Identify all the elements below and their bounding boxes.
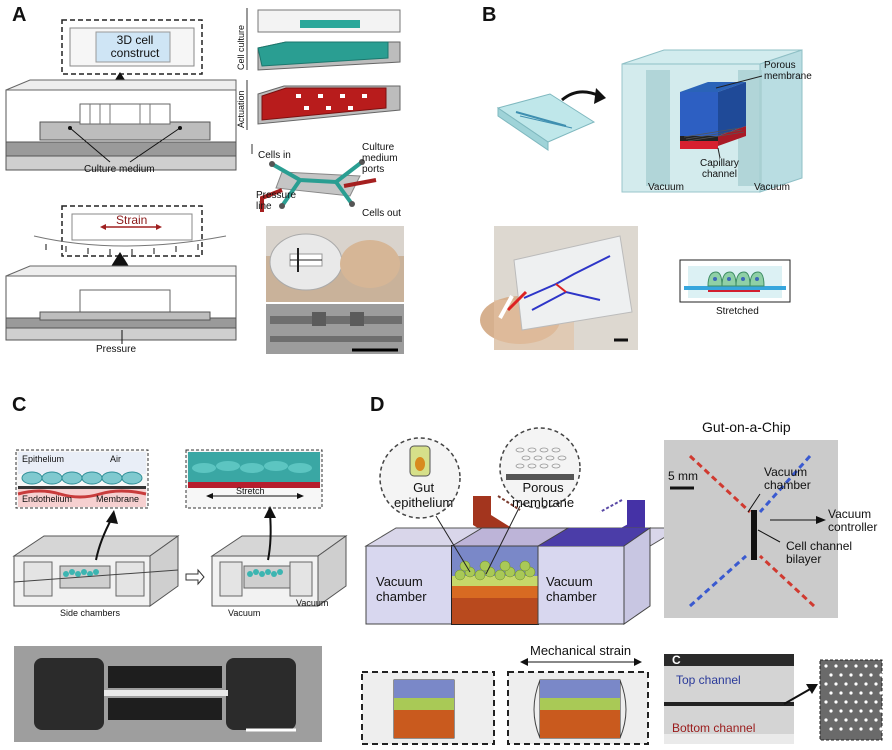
stretch-label: Stretch [236,486,265,496]
pore-dot [839,709,843,713]
gut-on-chip-title: Gut-on-a-Chip [702,419,791,435]
pore-dot [844,664,848,668]
pore-dot [834,718,838,722]
panel-a-bottom-construct [5,205,237,344]
panel-b-graphics [480,49,803,350]
pore-dot [864,682,868,686]
pore-dot [879,673,883,677]
scale-label: 5 mm [668,469,698,483]
gut-epithelium-label: Gut epithelium [394,480,454,510]
culture-ports-label: Culture medium ports [362,142,398,175]
panel-d-letter: D [370,394,385,416]
vacuum-c1-label: Vacuum [228,608,261,618]
pore-dot [849,709,853,713]
epithelium-label: Epithelium [22,454,65,464]
panel-a-top-construct [5,19,237,171]
pore-dot [879,727,883,731]
pore-dot [869,727,873,731]
pore-dot [864,718,868,722]
pore-dot [874,718,878,722]
top-channel-label: Top channel [676,673,741,687]
pore-dot [859,691,863,695]
pore-dot [859,727,863,731]
pore-dot [824,718,828,722]
panel-a-right-stack [246,8,404,354]
cell-culture-label: Cell culture [236,24,246,70]
endothelium-label: Endothelium [22,494,73,504]
panel-d-graphics [361,427,883,745]
pore-dot [854,718,858,722]
pore-dot [874,664,878,668]
culture-medium-label: Culture medium [84,164,155,175]
actuation-label: Actuation [236,90,246,128]
pore-dot [869,673,873,677]
vacuum-chamber-photo-label: Vacuum chamber [764,465,811,492]
pore-dot [844,682,848,686]
pore-dot [859,709,863,713]
pore-dot [849,727,853,731]
pore-dot [844,700,848,704]
pore-dot [834,682,838,686]
pore-dot [879,709,883,713]
vacuum-left-label: Vacuum [648,182,684,193]
cells-out-label: Cells out [362,208,401,219]
pore-dot [854,682,858,686]
cells-in-label: Cells in [258,150,291,161]
stretched-label: Stretched [716,306,759,317]
pore-dot [859,673,863,677]
vacuum-chamber-right-label: Vacuum chamber [546,574,597,604]
vacuum-controller-label: Vacuum controller [828,507,878,534]
pore-dot [829,673,833,677]
pore-dot [829,709,833,713]
panel-c-graphics [12,449,348,742]
pore-dot [879,691,883,695]
pore-dot [834,700,838,704]
panel-c-letter: C [12,394,27,416]
pore-dot [834,664,838,668]
pore-dot [869,691,873,695]
pore-dot [829,691,833,695]
pore-dot [854,700,858,704]
pore-dot [864,700,868,704]
pore-dot [839,673,843,677]
cell-channel-bilayer-label: Cell channel bilayer [786,539,853,566]
panel-b-letter: B [482,4,497,26]
pore-dot [824,664,828,668]
porous-membrane-label-b: Porous membrane [764,60,812,82]
inset-c-letter: C [672,653,681,667]
strain-label: Strain [116,213,148,227]
construct-label: 3D cell construct [110,33,160,60]
pore-dot [839,691,843,695]
pressure-label: Pressure [96,344,137,355]
pore-dot [864,664,868,668]
pore-dot [874,682,878,686]
pore-dot [829,727,833,731]
panel-a-letter: A [12,4,27,26]
pore-dot [854,664,858,668]
vacuum-chamber-left-label: Vacuum chamber [376,574,427,604]
pore-dot [874,700,878,704]
porous-membrane-label-d: Porous membrane [512,480,575,510]
capillary-channel-label: Capillary channel [700,158,739,180]
pore-dot [849,691,853,695]
membrane-label: Membrane [96,494,140,504]
vacuum-right-label: Vacuum [754,182,790,193]
air-label: Air [110,454,121,464]
pore-dot [869,709,873,713]
vacuum-c2-label: Vacuum [296,598,329,608]
side-chambers-label: Side chambers [60,608,121,618]
pore-dot [824,682,828,686]
pressure-line-label: Pressure line [256,190,297,212]
pore-dot [824,700,828,704]
pore-dot [844,718,848,722]
bottom-channel-label: Bottom channel [672,721,756,735]
mechanical-strain-label: Mechanical strain [530,643,632,658]
pore-dot [849,673,853,677]
pore-dot [839,727,843,731]
